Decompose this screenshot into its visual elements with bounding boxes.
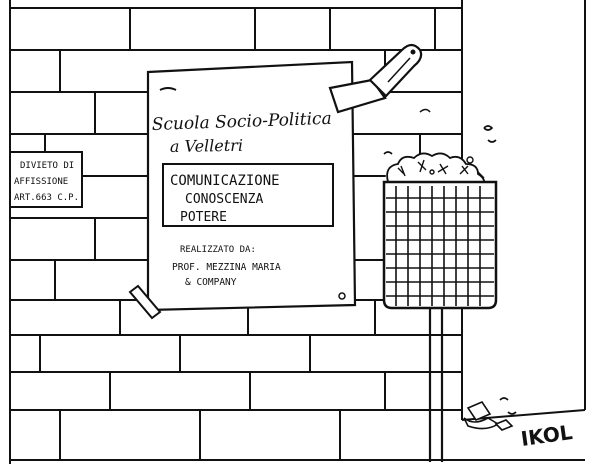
cleaver-icon — [328, 43, 423, 114]
sign-line-1: DIVIETO DI — [20, 161, 74, 171]
poster-credit-line-1: REALIZZATO DA: — [180, 245, 256, 255]
sign-line-3: ART.663 C.P. — [14, 193, 79, 203]
poster-box-line-1: COMUNICAZIONE — [170, 173, 280, 189]
poster: Scuola Socio-Politica a Velletri COMUNIC… — [128, 60, 357, 320]
artist-signature: IKOL — [519, 420, 574, 451]
signature-text: IKOL — [519, 420, 574, 451]
no-posters-sign: DIVIETO DI AFFISSIONE ART.663 C.P. — [9, 151, 83, 208]
poster-credit-line-2: PROF. MEZZINA MARIA — [172, 262, 281, 273]
poster-message-box — [162, 163, 334, 227]
poster-credit-line-3: & COMPANY — [185, 277, 237, 288]
trash-bin — [382, 152, 498, 462]
ground-litter — [463, 397, 517, 431]
bin-post — [428, 308, 444, 462]
poster-box-line-3: POTERE — [180, 210, 227, 225]
poster-title-line-2: a Velletri — [170, 136, 243, 156]
poster-tape — [128, 284, 162, 320]
pin-icon — [338, 292, 346, 300]
sign-line-2: AFFISSIONE — [14, 177, 68, 187]
poster-box-line-2: CONOSCENZA — [185, 192, 263, 207]
